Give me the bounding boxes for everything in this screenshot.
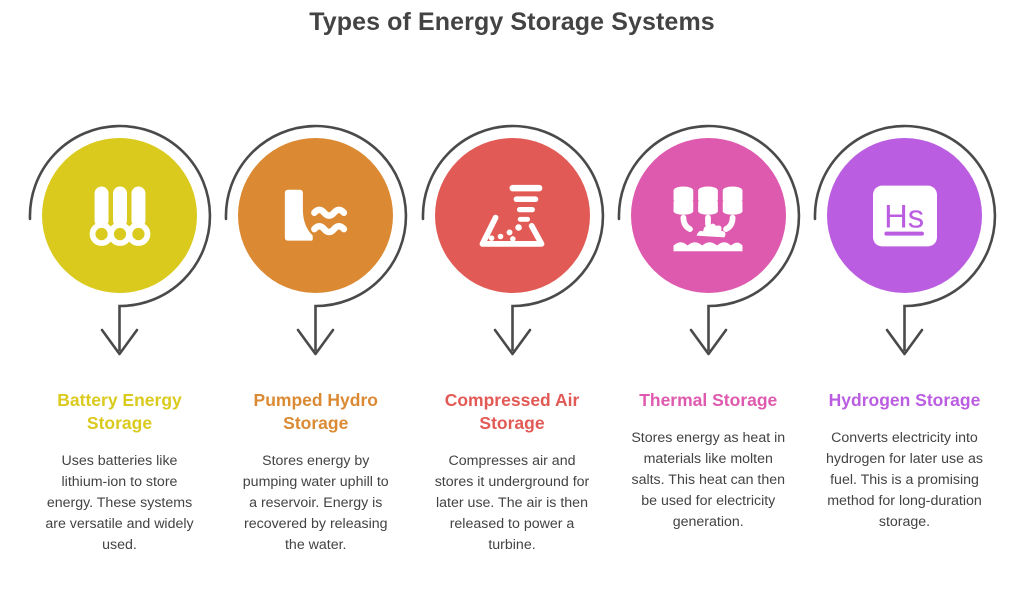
heading-pumped-hydro-storage: Pumped Hydro Storage (253, 390, 378, 434)
arrow-arc-graphic (224, 124, 408, 356)
circle-wrap (218, 118, 413, 376)
dam-water-icon (284, 189, 347, 241)
description-compressed-air-storage: Compresses air and stores it underground… (434, 453, 590, 553)
column-battery-energy-storage: Battery Energy Storage Uses batteries li… (22, 118, 217, 556)
molten-salt-tanks-icon (673, 185, 743, 251)
arrow-arc-graphic (617, 124, 800, 356)
battery-cells-icon (89, 185, 150, 246)
heading-battery-energy-storage: Battery Energy Storage (57, 390, 182, 434)
circle-wrap (22, 118, 217, 376)
compressed-air-cavern-icon (479, 184, 545, 247)
arrow-arc-graphic (813, 124, 997, 356)
heading-thermal-storage: Thermal Storage (639, 390, 778, 410)
column-thermal-storage: Thermal Storage Stores energy as heat in… (611, 118, 806, 556)
circle-wrap (415, 118, 610, 376)
heading-hydrogen-storage: Hydrogen Storage (828, 390, 981, 410)
icon-circle-battery (42, 138, 197, 293)
icon-circle-hydrogen: Hs (827, 138, 982, 293)
column-hydrogen-storage: Hs Hydrogen Storage Converts electricity… (807, 118, 1002, 556)
icon-circle-pumped-hydro (238, 138, 394, 293)
description-pumped-hydro-storage: Stores energy by pumping water uphill to… (242, 453, 389, 553)
column-compressed-air-storage: Compressed Air Storage Compresses air an… (415, 118, 610, 556)
svg-text:Hs: Hs (884, 197, 924, 234)
circle-wrap: Hs (807, 118, 1002, 376)
page-title: Types of Energy Storage Systems (309, 8, 715, 36)
arrow-arc-graphic (421, 124, 604, 356)
description-thermal-storage: Stores energy as heat in materials like … (631, 430, 786, 530)
columns-container: Battery Energy Storage Uses batteries li… (0, 118, 1024, 556)
description-hydrogen-storage: Converts electricity into hydrogen for l… (826, 430, 983, 530)
hydrogen-element-icon: Hs (872, 185, 937, 246)
description-battery-energy-storage: Uses batteries like lithium-ion to store… (45, 453, 194, 553)
icon-circle-compressed-air (434, 138, 590, 293)
column-pumped-hydro-storage: Pumped Hydro Storage Stores energy by pu… (218, 118, 413, 556)
circle-wrap (611, 118, 806, 376)
icon-circle-thermal (630, 138, 786, 293)
arrow-arc-graphic (28, 124, 212, 356)
heading-compressed-air-storage: Compressed Air Storage (444, 390, 580, 434)
